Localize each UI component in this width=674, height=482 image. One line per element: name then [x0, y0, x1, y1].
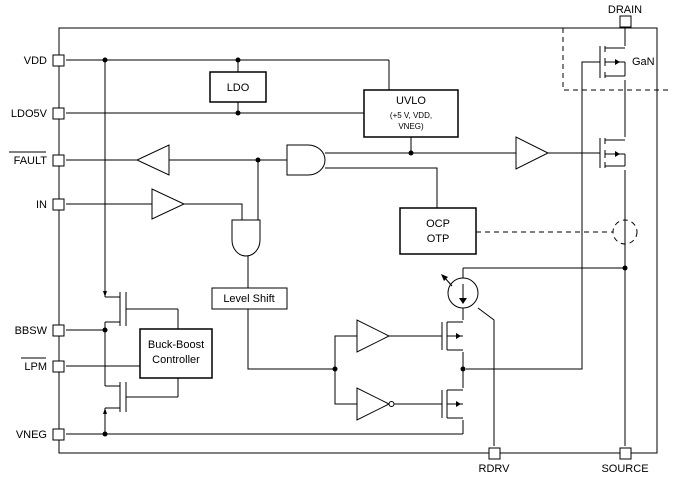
drv-top-arrow	[456, 333, 461, 339]
level-shift-block	[211, 287, 288, 310]
bb-ls-arrow	[103, 408, 107, 414]
pin-bbsw[interactable]	[52, 324, 65, 337]
ocp-to-and1	[325, 167, 438, 208]
pin-drain[interactable]	[619, 15, 632, 28]
in-buffer	[151, 188, 186, 220]
driver-buffer-top	[356, 319, 391, 353]
rdrv-wire	[477, 307, 495, 446]
pin-lpm[interactable]	[52, 360, 65, 373]
driver-inverter-bottom	[356, 387, 391, 421]
junction-vneg	[102, 431, 108, 437]
pin-fault[interactable]	[52, 154, 65, 167]
drv-bot-arrow	[456, 401, 461, 407]
uvlo-block	[363, 89, 459, 138]
pin-label-in: IN	[36, 199, 47, 211]
pin-label-ldo5v: LDO5V	[11, 108, 48, 120]
gan-fet-top	[599, 46, 626, 78]
pin-label-source: SOURCE	[601, 463, 648, 475]
pin-vdd[interactable]	[52, 54, 65, 67]
junction-drv-mid	[460, 366, 466, 372]
pin-in[interactable]	[52, 198, 65, 211]
ldo-block	[209, 71, 267, 103]
device-boundary	[58, 27, 658, 454]
pin-label-rdrv: RDRV	[479, 463, 511, 475]
fault-buffer	[135, 144, 170, 176]
and-gate-2	[231, 219, 261, 257]
bb-hs-arrow	[103, 291, 107, 297]
junction-bbsw	[102, 327, 108, 333]
pin-label-bbsw: BBSW	[15, 325, 48, 337]
otp-label: OTP	[427, 233, 450, 245]
junction-vdd-left	[102, 57, 108, 63]
ocp-label: OCP	[426, 218, 450, 230]
pin-label-fault: FAULT	[14, 155, 48, 167]
pin-label-drain: DRAIN	[608, 4, 642, 16]
pin-vneg[interactable]	[52, 428, 65, 441]
ldo-label: LDO	[227, 82, 250, 94]
junction-fault	[255, 157, 261, 163]
pin-ldo5v[interactable]	[52, 107, 65, 120]
junction-vdd-ldo	[235, 57, 241, 63]
pin-source[interactable]	[619, 447, 632, 460]
ocp-otp-block	[399, 207, 477, 255]
inverter-bubble	[388, 401, 395, 407]
buck-boost-block	[139, 328, 213, 379]
gan-top-arrow	[615, 59, 620, 65]
junction-uvlo	[408, 150, 414, 156]
level-shift-out	[247, 309, 335, 370]
uvlo-title: UVLO	[396, 95, 426, 107]
and-gate-1	[286, 144, 326, 176]
current-sense-circle	[612, 219, 638, 245]
pin-label-vdd: VDD	[24, 55, 47, 67]
bb-line2: Controller	[152, 354, 200, 366]
current-source-arrow-head	[459, 298, 467, 304]
gan-label: GaN	[632, 56, 655, 68]
current-source-adjust	[444, 277, 453, 287]
junction-drv-split	[332, 366, 338, 372]
gan-gate-loop	[466, 61, 600, 370]
bb-fet-high	[119, 292, 179, 329]
junction-source-bias	[622, 265, 628, 271]
drv-top-in	[334, 335, 357, 369]
drv-bot-in	[334, 369, 357, 405]
in-buf-out	[184, 203, 243, 220]
gan-bot-arrow	[615, 151, 620, 157]
uvlo-line2: VNEG)	[398, 122, 424, 131]
pin-rdrv[interactable]	[488, 447, 501, 460]
uvlo-line1: (+5 V, VDD,	[390, 111, 432, 120]
pin-label-lpm: LPM	[24, 361, 47, 373]
driver-fet-top	[441, 321, 463, 351]
bb-fet-low	[119, 378, 179, 412]
current-source-adjust-head	[441, 274, 448, 281]
junction-ldo5v	[235, 110, 241, 116]
gan-fet-bottom	[599, 138, 626, 168]
bb-line1: Buck-Boost	[148, 339, 204, 351]
level-shift-label: Level Shift	[223, 293, 274, 305]
pin-label-vneg: VNEG	[16, 429, 47, 441]
gan-gate-buffer	[515, 136, 550, 170]
gan-dashed-region	[562, 28, 672, 91]
current-source	[447, 277, 479, 309]
